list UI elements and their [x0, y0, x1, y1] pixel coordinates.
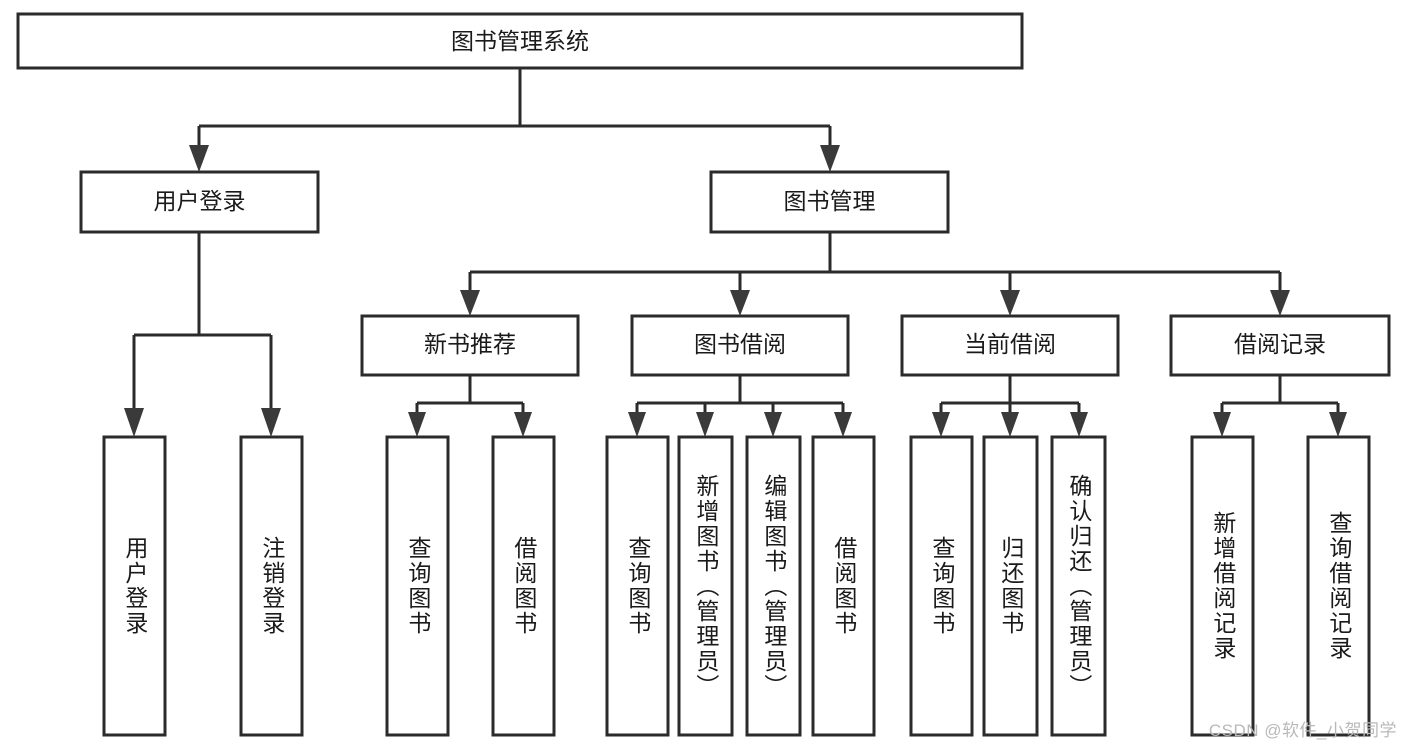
node-new-book-recommend-label: 新书推荐 [424, 331, 516, 357]
node-leaf-edit-book[interactable] [745, 435, 802, 737]
node-leaf-query-book-3[interactable] [909, 435, 974, 737]
node-leaf-add-record[interactable] [1190, 435, 1255, 737]
node-book-management-label: 图书管理 [784, 188, 876, 214]
arrowhead-user-login [189, 145, 209, 172]
node-current-borrow-label: 当前借阅 [964, 331, 1056, 357]
node-leaf-query-record[interactable] [1306, 435, 1371, 737]
node-leaf-return-book[interactable] [982, 435, 1039, 737]
arrowhead-query-book-1 [408, 412, 426, 437]
node-root-label: 图书管理系统 [451, 28, 589, 54]
node-book-management[interactable] [709, 170, 950, 234]
arrowhead-edit-book [764, 412, 782, 437]
arrowhead-leaf-logout [261, 408, 281, 437]
node-layer: 图书管理系统 用户登录 图书管理 新书推荐 图书借阅 当前借阅 借阅记录 [16, 12, 1391, 737]
node-leaf-confirm-return[interactable] [1050, 435, 1107, 737]
node-user-login[interactable] [79, 170, 320, 234]
arrowhead-confirm-return [1070, 412, 1088, 437]
csdn-watermark: CSDN @软件_小贺同学 [1208, 721, 1397, 740]
node-new-book-recommend[interactable] [360, 314, 580, 377]
arrowhead-query-book-3 [932, 412, 950, 437]
arrowhead-borrow-book-1 [514, 412, 532, 437]
node-leaf-query-book-2[interactable] [605, 435, 670, 737]
arrowhead-add-book [696, 412, 714, 437]
node-book-borrow[interactable] [630, 314, 850, 377]
node-borrow-record[interactable] [1169, 314, 1391, 377]
arrowhead-book-borrow [730, 290, 750, 316]
arrowhead-layer [124, 145, 1347, 437]
node-leaf-borrow-book-1[interactable] [491, 435, 556, 737]
node-leaf-add-book[interactable] [677, 435, 734, 737]
arrowhead-new-book-recommend [460, 290, 480, 316]
node-leaf-borrow-book-2[interactable] [811, 435, 876, 737]
node-root[interactable] [16, 12, 1024, 70]
arrowhead-return-book [1001, 412, 1019, 437]
arrowhead-add-record [1213, 412, 1231, 437]
arrowhead-query-record [1329, 412, 1347, 437]
node-book-borrow-label: 图书借阅 [694, 331, 786, 357]
arrowhead-borrow-book-2 [834, 412, 852, 437]
node-leaf-logout[interactable] [239, 435, 304, 737]
arrowhead-leaf-user-login [124, 408, 144, 437]
node-user-login-label: 用户登录 [154, 188, 246, 214]
arrowhead-book-management [820, 145, 840, 172]
arrowhead-borrow-record [1270, 290, 1290, 316]
node-borrow-record-label: 借阅记录 [1234, 331, 1326, 357]
node-current-borrow[interactable] [900, 314, 1120, 377]
node-leaf-query-book-1[interactable] [385, 435, 450, 737]
node-leaf-user-login[interactable] [102, 435, 167, 737]
arrowhead-current-borrow [1000, 290, 1020, 316]
arrowhead-query-book-2 [628, 412, 646, 437]
